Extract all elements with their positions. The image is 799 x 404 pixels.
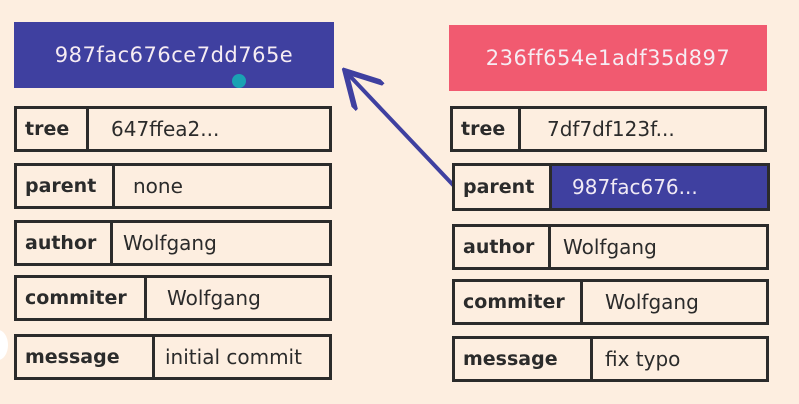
commit2-parent-value: 987fac676...: [552, 166, 767, 208]
commit2-parent-key: parent: [455, 166, 552, 208]
commit2-author-value: Wolfgang: [563, 235, 657, 259]
commit2-hash: 236ff654e1adf35d897: [485, 46, 731, 70]
commit2-commiter-key: commiter: [455, 282, 583, 322]
commit1-author-key: author: [17, 223, 113, 263]
commit2-hash-header: 236ff654e1adf35d897: [449, 25, 767, 91]
commit2-commiter-value: Wolfgang: [605, 290, 699, 314]
commit2-author-row: author Wolfgang: [452, 224, 769, 270]
commit2-tree-value: 7df7df123f...: [547, 117, 675, 141]
commit1-hash-header: 987fac676ce7dd765e: [14, 22, 334, 88]
commit2-parent-row: parent 987fac676...: [452, 163, 770, 211]
commit1-message-row: message initial commit: [14, 334, 332, 380]
commit1-message-value: initial commit: [165, 345, 302, 369]
commit2-commiter-row: commiter Wolfgang: [452, 279, 769, 325]
commit1-tree-row: tree 647ffea2...: [14, 106, 332, 152]
commit1-parent-key: parent: [17, 166, 115, 206]
commit2-tree-row: tree 7df7df123f...: [450, 106, 767, 152]
commit1-commiter-row: commiter Wolfgang: [14, 275, 332, 321]
commit1-hash: 987fac676ce7dd765e: [54, 43, 294, 67]
commit1-message-key: message: [17, 337, 155, 377]
cursor-pointer-icon: [232, 74, 246, 88]
commit1-author-value: Wolfgang: [123, 231, 217, 255]
commit1-parent-row: parent none: [14, 163, 332, 209]
commit2-author-key: author: [455, 227, 551, 267]
commit2-message-value: fix typo: [605, 347, 681, 371]
commit1-parent-value: none: [133, 174, 183, 198]
commit1-commiter-value: Wolfgang: [167, 286, 261, 310]
commit1-tree-key: tree: [17, 109, 89, 149]
commit1-tree-value: 647ffea2...: [111, 117, 220, 141]
commit1-author-row: author Wolfgang: [14, 220, 332, 266]
commit2-message-row: message fix typo: [452, 336, 769, 382]
commit2-message-key: message: [455, 339, 593, 379]
edge-dot: [0, 330, 8, 360]
commit2-tree-key: tree: [453, 109, 521, 149]
commit1-commiter-key: commiter: [17, 278, 147, 318]
